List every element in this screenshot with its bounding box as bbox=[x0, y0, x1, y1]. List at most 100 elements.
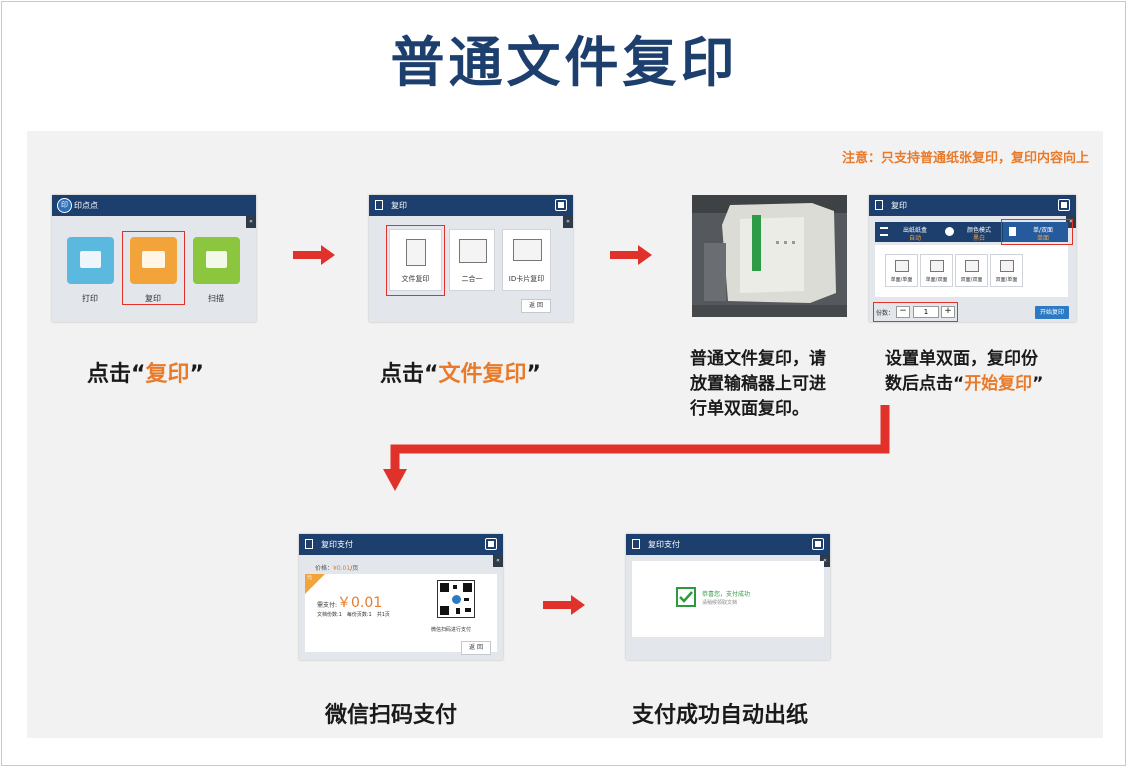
settings-tab-bar: 出纸纸盒 自动 颜色模式 黑白 单/双面 单面 bbox=[875, 222, 1068, 242]
arrow-right-icon bbox=[543, 595, 585, 615]
collapse-icon[interactable]: « bbox=[820, 555, 830, 567]
qr-hint: 微信扫码进行支付 bbox=[431, 627, 472, 633]
tab-value: 黑白 bbox=[972, 235, 985, 242]
screen-payment-success: 复印支付 « 恭喜您，支付成功 请稍候领取文档 bbox=[626, 534, 830, 660]
collapse-icon[interactable]: « bbox=[493, 555, 503, 567]
copy-label: 复印 bbox=[145, 294, 161, 303]
option-two-in-one[interactable]: 二合一 bbox=[449, 229, 495, 291]
highlight-duplex-tab bbox=[1001, 219, 1073, 245]
option-label: 双面/单面 bbox=[995, 277, 1018, 283]
document-icon bbox=[875, 200, 883, 210]
screen-header: 复印 bbox=[369, 195, 573, 216]
page-icon bbox=[895, 260, 909, 272]
option-id-card[interactable]: ID卡片复印 bbox=[502, 229, 551, 291]
price-row: 价格：¥0.01/页 bbox=[315, 563, 358, 572]
copies-value[interactable]: 1 bbox=[913, 306, 939, 318]
pay-detail: 文档份数:1 每份页数:1 共1页 bbox=[317, 612, 390, 618]
printer-icon bbox=[80, 251, 101, 268]
document-stack-icon bbox=[406, 239, 426, 266]
page-icon bbox=[965, 260, 979, 272]
caption-text: ” bbox=[1032, 374, 1044, 394]
caption-line: 放置输稿器上可进 bbox=[690, 374, 826, 394]
copier-icon bbox=[142, 251, 165, 268]
print-tile[interactable] bbox=[67, 237, 114, 284]
scan-label: 扫描 bbox=[208, 294, 224, 303]
payment-card: 元 需支付: ￥0.01 文档份数:1 每份页数:1 共1页 微信扫码进行支付 bbox=[305, 574, 497, 652]
screen-title: 复印支付 bbox=[648, 540, 680, 549]
palette-icon bbox=[945, 227, 954, 236]
tab-color-mode[interactable]: 颜色模式 黑白 bbox=[939, 222, 1003, 242]
scanner-icon bbox=[206, 251, 227, 268]
screen-header: 印 印点点 bbox=[52, 195, 256, 216]
home-icon[interactable] bbox=[485, 538, 497, 550]
check-icon bbox=[676, 587, 696, 607]
tab-value: 自动 bbox=[908, 235, 921, 242]
back-button[interactable]: 返 回 bbox=[521, 299, 551, 313]
copy-tile[interactable] bbox=[130, 237, 177, 284]
success-subtitle: 请稍候领取文档 bbox=[702, 600, 738, 606]
caption-highlight: 复印 bbox=[145, 362, 190, 387]
tab-output-tray[interactable]: 出纸纸盒 自动 bbox=[875, 222, 939, 242]
tab-value: 单面 bbox=[1036, 235, 1049, 242]
option-label: 单面/双面 bbox=[925, 277, 948, 283]
highlight-stepper bbox=[873, 302, 958, 322]
minus-button[interactable]: − bbox=[896, 306, 910, 318]
back-button[interactable]: 返 回 bbox=[461, 641, 491, 655]
document-icon bbox=[632, 539, 640, 549]
caption-line: 行单双面复印。 bbox=[690, 399, 809, 419]
collapse-icon[interactable]: « bbox=[1066, 216, 1076, 228]
collapse-icon[interactable]: « bbox=[563, 216, 573, 228]
arrow-down-icon bbox=[383, 405, 890, 491]
caption-text: 点击“ bbox=[87, 362, 146, 387]
tab-label: 出纸纸盒 bbox=[902, 227, 927, 234]
home-icon[interactable] bbox=[555, 199, 567, 211]
tab-label: 颜色模式 bbox=[966, 227, 991, 234]
pay-amount: ￥0.01 bbox=[337, 595, 383, 611]
success-card: 恭喜您，支付成功 请稍候领取文档 bbox=[632, 561, 824, 637]
option-label: 文件复印 bbox=[401, 275, 430, 283]
screen-title: 复印 bbox=[891, 201, 907, 210]
highlight-file-copy bbox=[386, 225, 445, 296]
caption-step4: 设置单双面，复印份 数后点击“开始复印” bbox=[885, 347, 1043, 397]
screen-copy-settings: 复印 « 出纸纸盒 自动 颜色模式 黑白 单/双面 单面 单面/单面 单面/双面… bbox=[869, 195, 1076, 322]
arrow-right-icon bbox=[293, 245, 335, 265]
collapse-icon[interactable]: « bbox=[246, 216, 256, 228]
tab-duplex[interactable]: 单/双面 单面 bbox=[1003, 222, 1068, 242]
success-title: 恭喜您，支付成功 bbox=[702, 591, 751, 598]
highlight-copy bbox=[122, 231, 185, 305]
copy-icon bbox=[1009, 227, 1016, 236]
start-copy-button[interactable]: 开始复印 bbox=[1035, 306, 1069, 319]
caption-step6: 支付成功自动出纸 bbox=[632, 703, 809, 728]
notice-text: 注意：只支持普通纸张复印，复印内容向上 bbox=[841, 151, 1089, 166]
option-label: ID卡片复印 bbox=[508, 275, 545, 283]
duplex-option[interactable]: 单面/双面 bbox=[920, 254, 953, 287]
copies-label: 份数： bbox=[876, 310, 895, 317]
logo-icon: 印 bbox=[57, 198, 72, 213]
caption-text: 数后点击“ bbox=[885, 374, 965, 394]
option-label: 双面/双面 bbox=[960, 277, 983, 283]
home-icon[interactable] bbox=[812, 538, 824, 550]
qr-code-icon[interactable] bbox=[437, 580, 475, 618]
page-title: 普通文件复印 bbox=[390, 31, 739, 94]
id-card-icon bbox=[513, 239, 542, 261]
duplex-option[interactable]: 双面/单面 bbox=[990, 254, 1023, 287]
scan-tile[interactable] bbox=[193, 237, 240, 284]
caption-line: 数后点击“开始复印” bbox=[885, 372, 1043, 397]
caption-step5: 微信扫码支付 bbox=[325, 703, 458, 728]
home-icon[interactable] bbox=[1058, 199, 1070, 211]
caption-line: 设置单双面，复印份 bbox=[885, 349, 1038, 369]
screen-title: 复印支付 bbox=[321, 540, 353, 549]
duplex-option[interactable]: 双面/双面 bbox=[955, 254, 988, 287]
page-icon bbox=[930, 260, 944, 272]
ribbon-text: 元 bbox=[307, 575, 313, 581]
screen-home: 印 印点点 « 打印 复印 扫描 bbox=[52, 195, 256, 322]
option-file-copy[interactable]: 文件复印 bbox=[389, 229, 442, 291]
option-label: 二合一 bbox=[461, 275, 483, 283]
screen-header: 复印支付 bbox=[626, 534, 830, 555]
screen-title: 复印 bbox=[391, 201, 407, 210]
plus-button[interactable]: + bbox=[941, 306, 955, 318]
duplex-option[interactable]: 单面/单面 bbox=[885, 254, 918, 287]
caption-text: ” bbox=[189, 362, 204, 387]
caption-text: 点击“ bbox=[380, 362, 439, 387]
